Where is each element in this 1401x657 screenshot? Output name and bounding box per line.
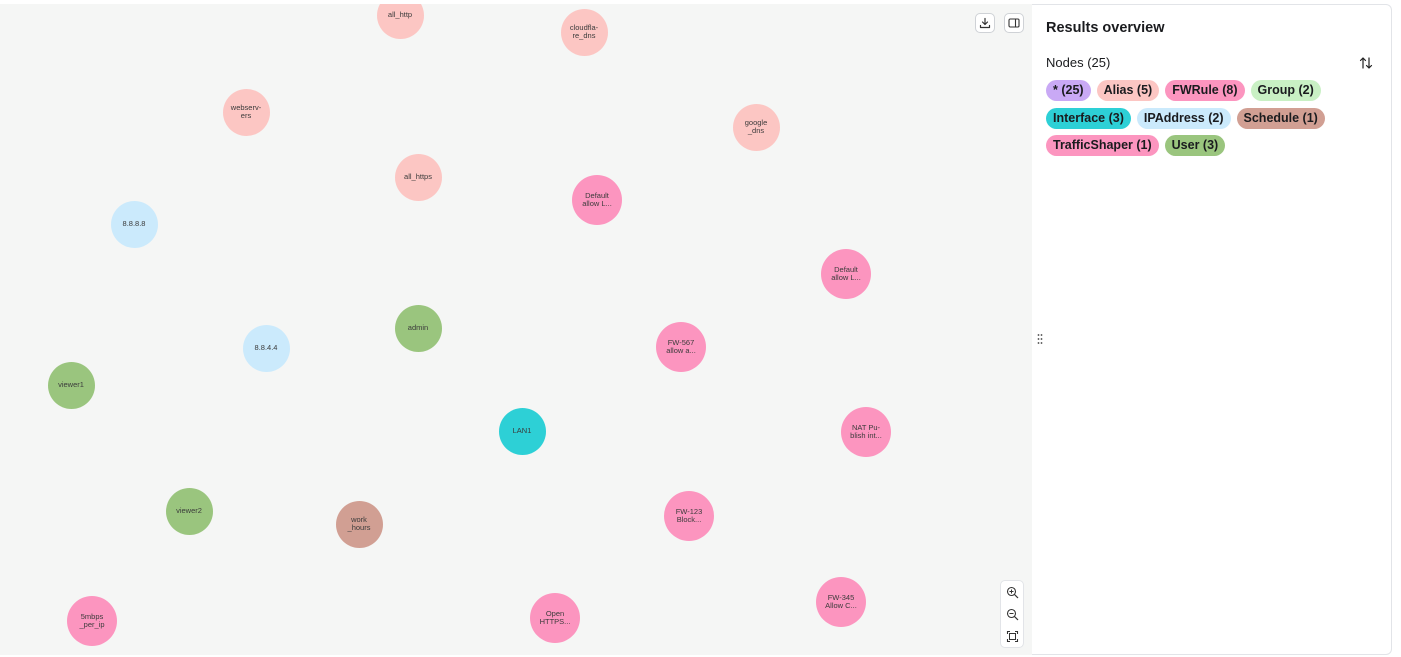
node-type-filters: * (25)Alias (5)FWRule (8)Group (2) Interf… <box>1046 80 1386 163</box>
chip-row: Interface (3)IPAddress (2)Schedule (1) <box>1046 107 1386 129</box>
graph-node-user[interactable]: admin <box>394 304 442 352</box>
graph-canvas[interactable]: all_http cloudfla- re_dns webserv- ers goog… <box>0 4 1032 655</box>
graph-node-trafficshaper[interactable]: 5mbps _per_ip <box>67 596 117 646</box>
graph-node-fwrule[interactable]: FW-345 Allow C... <box>816 577 866 627</box>
panel-title: Results overview <box>1046 20 1165 36</box>
sort-icon <box>1359 57 1373 69</box>
graph-node-alias[interactable]: cloudfla- re_dns <box>560 8 608 56</box>
graph-node-alias[interactable]: webserv- ers <box>222 88 270 136</box>
chip-row: * (25)Alias (5)FWRule (8)Group (2) <box>1046 80 1386 101</box>
filter-chip-group[interactable]: Group (2) <box>1250 80 1321 101</box>
filter-chip-schedule[interactable]: Schedule (1) <box>1236 107 1325 129</box>
zoom-out-icon <box>1006 608 1018 620</box>
toggle-panel-button[interactable] <box>1004 13 1024 33</box>
download-button[interactable] <box>975 13 995 33</box>
fit-view-button[interactable] <box>1002 626 1022 646</box>
graph-node-fwrule[interactable]: Default allow L... <box>572 175 622 225</box>
zoom-out-button[interactable] <box>1002 604 1022 624</box>
zoom-controls <box>1000 580 1024 648</box>
filter-chip-all[interactable]: * (25) <box>1046 80 1091 101</box>
graph-node-fwrule[interactable]: Default allow L... <box>821 249 871 299</box>
graph-node-ipaddress[interactable]: 8.8.4.4 <box>242 324 290 372</box>
filter-chip-ipaddress[interactable]: IPAddress (2) <box>1136 107 1231 129</box>
graph-node-fwrule[interactable]: NAT Pu- blish int... <box>841 407 891 457</box>
graph-node-alias[interactable]: all_https <box>394 153 442 201</box>
graph-node-user[interactable]: viewer2 <box>165 487 213 535</box>
graph-node-alias[interactable]: google _dns <box>732 103 780 151</box>
graph-node-fwrule[interactable]: FW-123 Block... <box>664 491 714 541</box>
graph-node-ipaddress[interactable]: 8.8.8.8 <box>110 200 158 248</box>
zoom-in-button[interactable] <box>1002 582 1022 602</box>
zoom-in-icon <box>1006 586 1018 598</box>
drag-handle-icon <box>1037 334 1043 344</box>
sort-button[interactable] <box>1357 54 1375 72</box>
chip-row: TrafficShaper (1)User (3) <box>1046 135 1386 156</box>
filter-chip-fwrule[interactable]: FWRule (8) <box>1165 80 1245 101</box>
download-icon <box>979 17 991 29</box>
graph-node-user[interactable]: viewer1 <box>47 361 95 409</box>
filter-chip-user[interactable]: User (3) <box>1164 135 1226 156</box>
filter-chip-trafficshaper[interactable]: TrafficShaper (1) <box>1046 135 1159 156</box>
graph-node-schedule[interactable]: work _hours <box>335 500 383 548</box>
graph-node-fwrule[interactable]: Open HTTPS... <box>530 593 580 643</box>
graph-node-fwrule[interactable]: FW-567 allow a... <box>656 322 706 372</box>
nodes-count-label: Nodes (25) <box>1046 55 1111 70</box>
filter-chip-alias[interactable]: Alias (5) <box>1096 80 1160 101</box>
sidebar-toggle-icon <box>1008 18 1020 28</box>
graph-node-interface[interactable]: LAN1 <box>498 407 546 455</box>
fit-view-icon <box>1006 630 1018 642</box>
panel-resize-handle[interactable] <box>1036 332 1044 346</box>
graph-node-alias[interactable]: all_http <box>376 4 424 39</box>
filter-chip-interface[interactable]: Interface (3) <box>1046 107 1131 129</box>
